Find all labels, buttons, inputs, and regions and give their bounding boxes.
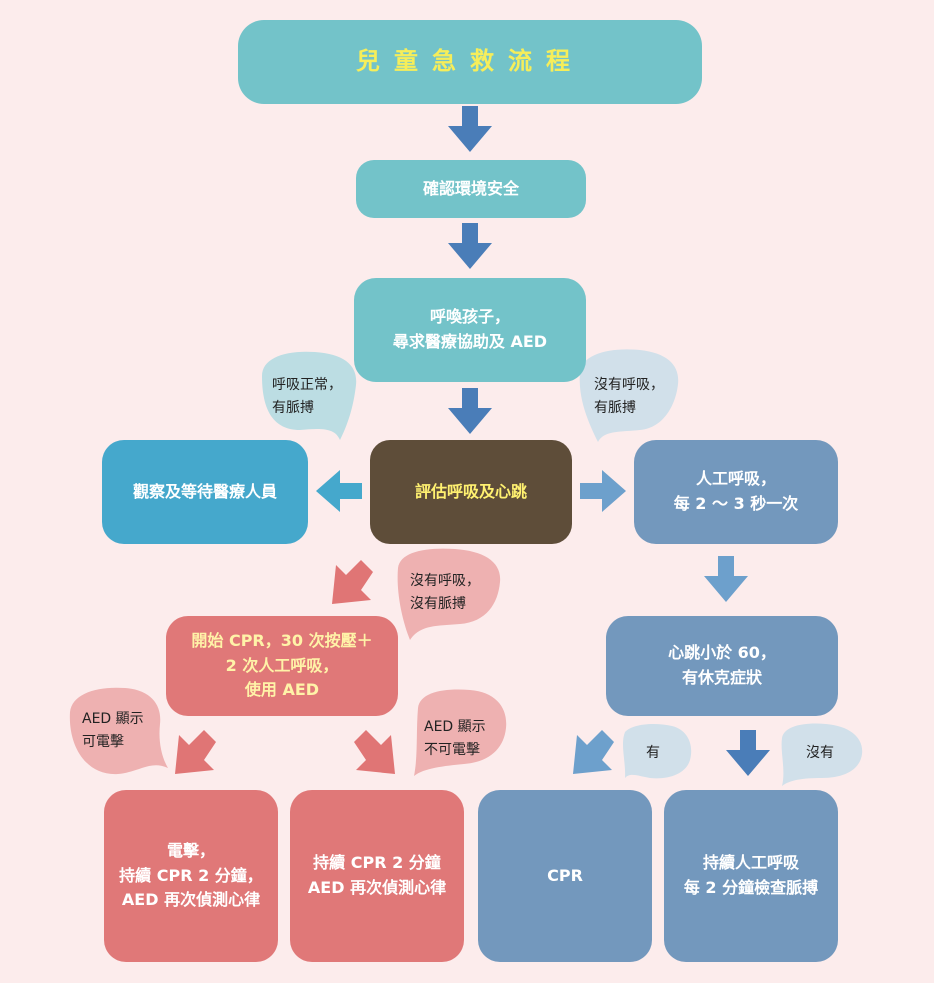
arrow-down-4 xyxy=(704,556,748,602)
title-banner: 兒童急救流程 xyxy=(238,20,702,104)
label-no-breath-pulse: 沒有呼吸， 有脈搏 xyxy=(594,377,664,417)
bubble-yes xyxy=(622,724,692,779)
node-heart-rate-label: 心跳小於 60， 有休克症狀 xyxy=(668,643,776,687)
node-call-child: 呼喚孩子， 尋求醫療協助及 AED xyxy=(354,278,586,382)
arrow-left xyxy=(316,470,362,512)
arrow-down-2 xyxy=(448,223,492,269)
arrow-diag-to-cpr-start xyxy=(332,560,373,604)
node-continue-cpr-label: 持續 CPR 2 分鐘 AED 再次偵測心律 xyxy=(307,853,447,897)
node-continue-cpr: 持續 CPR 2 分鐘 AED 再次偵測心律 xyxy=(290,790,464,962)
arrow-diag-to-continue-cpr xyxy=(354,730,395,774)
node-call-child-label: 呼喚孩子， 尋求醫療協助及 AED xyxy=(392,307,548,351)
node-shock: 電擊， 持續 CPR 2 分鐘， AED 再次偵測心律 xyxy=(104,790,278,962)
bubble-no-breath-pulse xyxy=(579,349,679,442)
page-title: 兒童急救流程 xyxy=(356,47,584,76)
node-start-cpr-label: 開始 CPR，30 次按壓＋ 2 次人工呼吸， 使用 AED xyxy=(191,630,373,700)
arrow-diag-to-shock xyxy=(175,730,216,774)
arrow-diag-to-cpr xyxy=(573,730,614,774)
node-confirm-safety-label: 確認環境安全 xyxy=(422,178,519,198)
node-continue-breathing-label: 持續人工呼吸 每 2 分鐘檢查脈搏 xyxy=(683,853,819,897)
node-start-cpr: 開始 CPR，30 次按壓＋ 2 次人工呼吸， 使用 AED xyxy=(166,616,398,716)
node-continue-breathing: 持續人工呼吸 每 2 分鐘檢查脈搏 xyxy=(664,790,838,962)
label-no-breath-no-pulse: 沒有呼吸， 沒有脈搏 xyxy=(410,573,480,613)
arrow-down-5 xyxy=(726,730,770,776)
node-heart-rate: 心跳小於 60， 有休克症狀 xyxy=(606,616,838,716)
node-assess: 評估呼吸及心跳 xyxy=(370,440,572,544)
label-aed-shockable: AED 顯示 可電擊 xyxy=(82,711,144,751)
bubble-no xyxy=(781,723,863,786)
node-rescue-breathing-label: 人工呼吸， 每 2 ～ 3 秒一次 xyxy=(673,469,799,513)
bubble-normal-breathing xyxy=(262,351,357,440)
node-observe: 觀察及等待醫療人員 xyxy=(102,440,308,544)
label-aed-not-shockable: AED 顯示 不可電擊 xyxy=(424,719,486,759)
node-shock-label: 電擊， 持續 CPR 2 分鐘， AED 再次偵測心律 xyxy=(119,840,263,910)
label-no: 沒有 xyxy=(806,745,834,761)
node-cpr: CPR xyxy=(478,790,652,962)
label-yes: 有 xyxy=(646,745,660,761)
arrow-down-3 xyxy=(448,388,492,434)
node-observe-label: 觀察及等待醫療人員 xyxy=(132,481,277,501)
arrow-right xyxy=(580,470,626,512)
bubble-aed-not-shockable xyxy=(414,689,507,776)
bubble-no-breath-no-pulse xyxy=(397,548,501,640)
node-confirm-safety: 確認環境安全 xyxy=(356,160,586,218)
node-assess-label: 評估呼吸及心跳 xyxy=(414,481,527,501)
node-cpr-label: CPR xyxy=(547,865,583,885)
bubble-aed-shockable xyxy=(69,687,168,775)
arrow-down-1 xyxy=(448,106,492,152)
label-normal-breathing: 呼吸正常， 有脈搏 xyxy=(272,377,342,417)
node-rescue-breathing: 人工呼吸， 每 2 ～ 3 秒一次 xyxy=(634,440,838,544)
